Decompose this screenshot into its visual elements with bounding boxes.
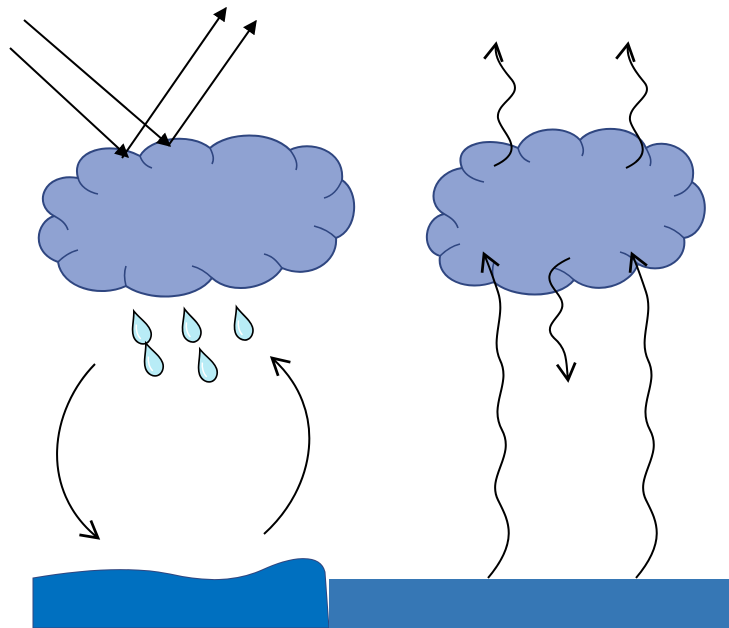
raindrop xyxy=(176,306,204,344)
raindrop xyxy=(228,304,256,342)
raindrop xyxy=(125,308,154,347)
raindrops xyxy=(125,304,255,384)
ground-infrared-squiggle xyxy=(484,254,509,578)
raindrop xyxy=(137,340,166,379)
reflected-sunlight-ray xyxy=(168,21,256,146)
evaporation-arrow xyxy=(264,358,309,534)
ground-infrared-squiggle xyxy=(632,254,657,578)
ocean-water xyxy=(33,559,329,628)
reflected-sunlight-ray xyxy=(122,8,226,158)
incoming-sunlight-ray xyxy=(10,48,128,157)
raindrop xyxy=(191,346,220,385)
right-cloud xyxy=(427,129,705,295)
left-cloud xyxy=(39,136,354,297)
land-surface xyxy=(329,579,729,628)
precipitation-arrow xyxy=(57,364,98,538)
